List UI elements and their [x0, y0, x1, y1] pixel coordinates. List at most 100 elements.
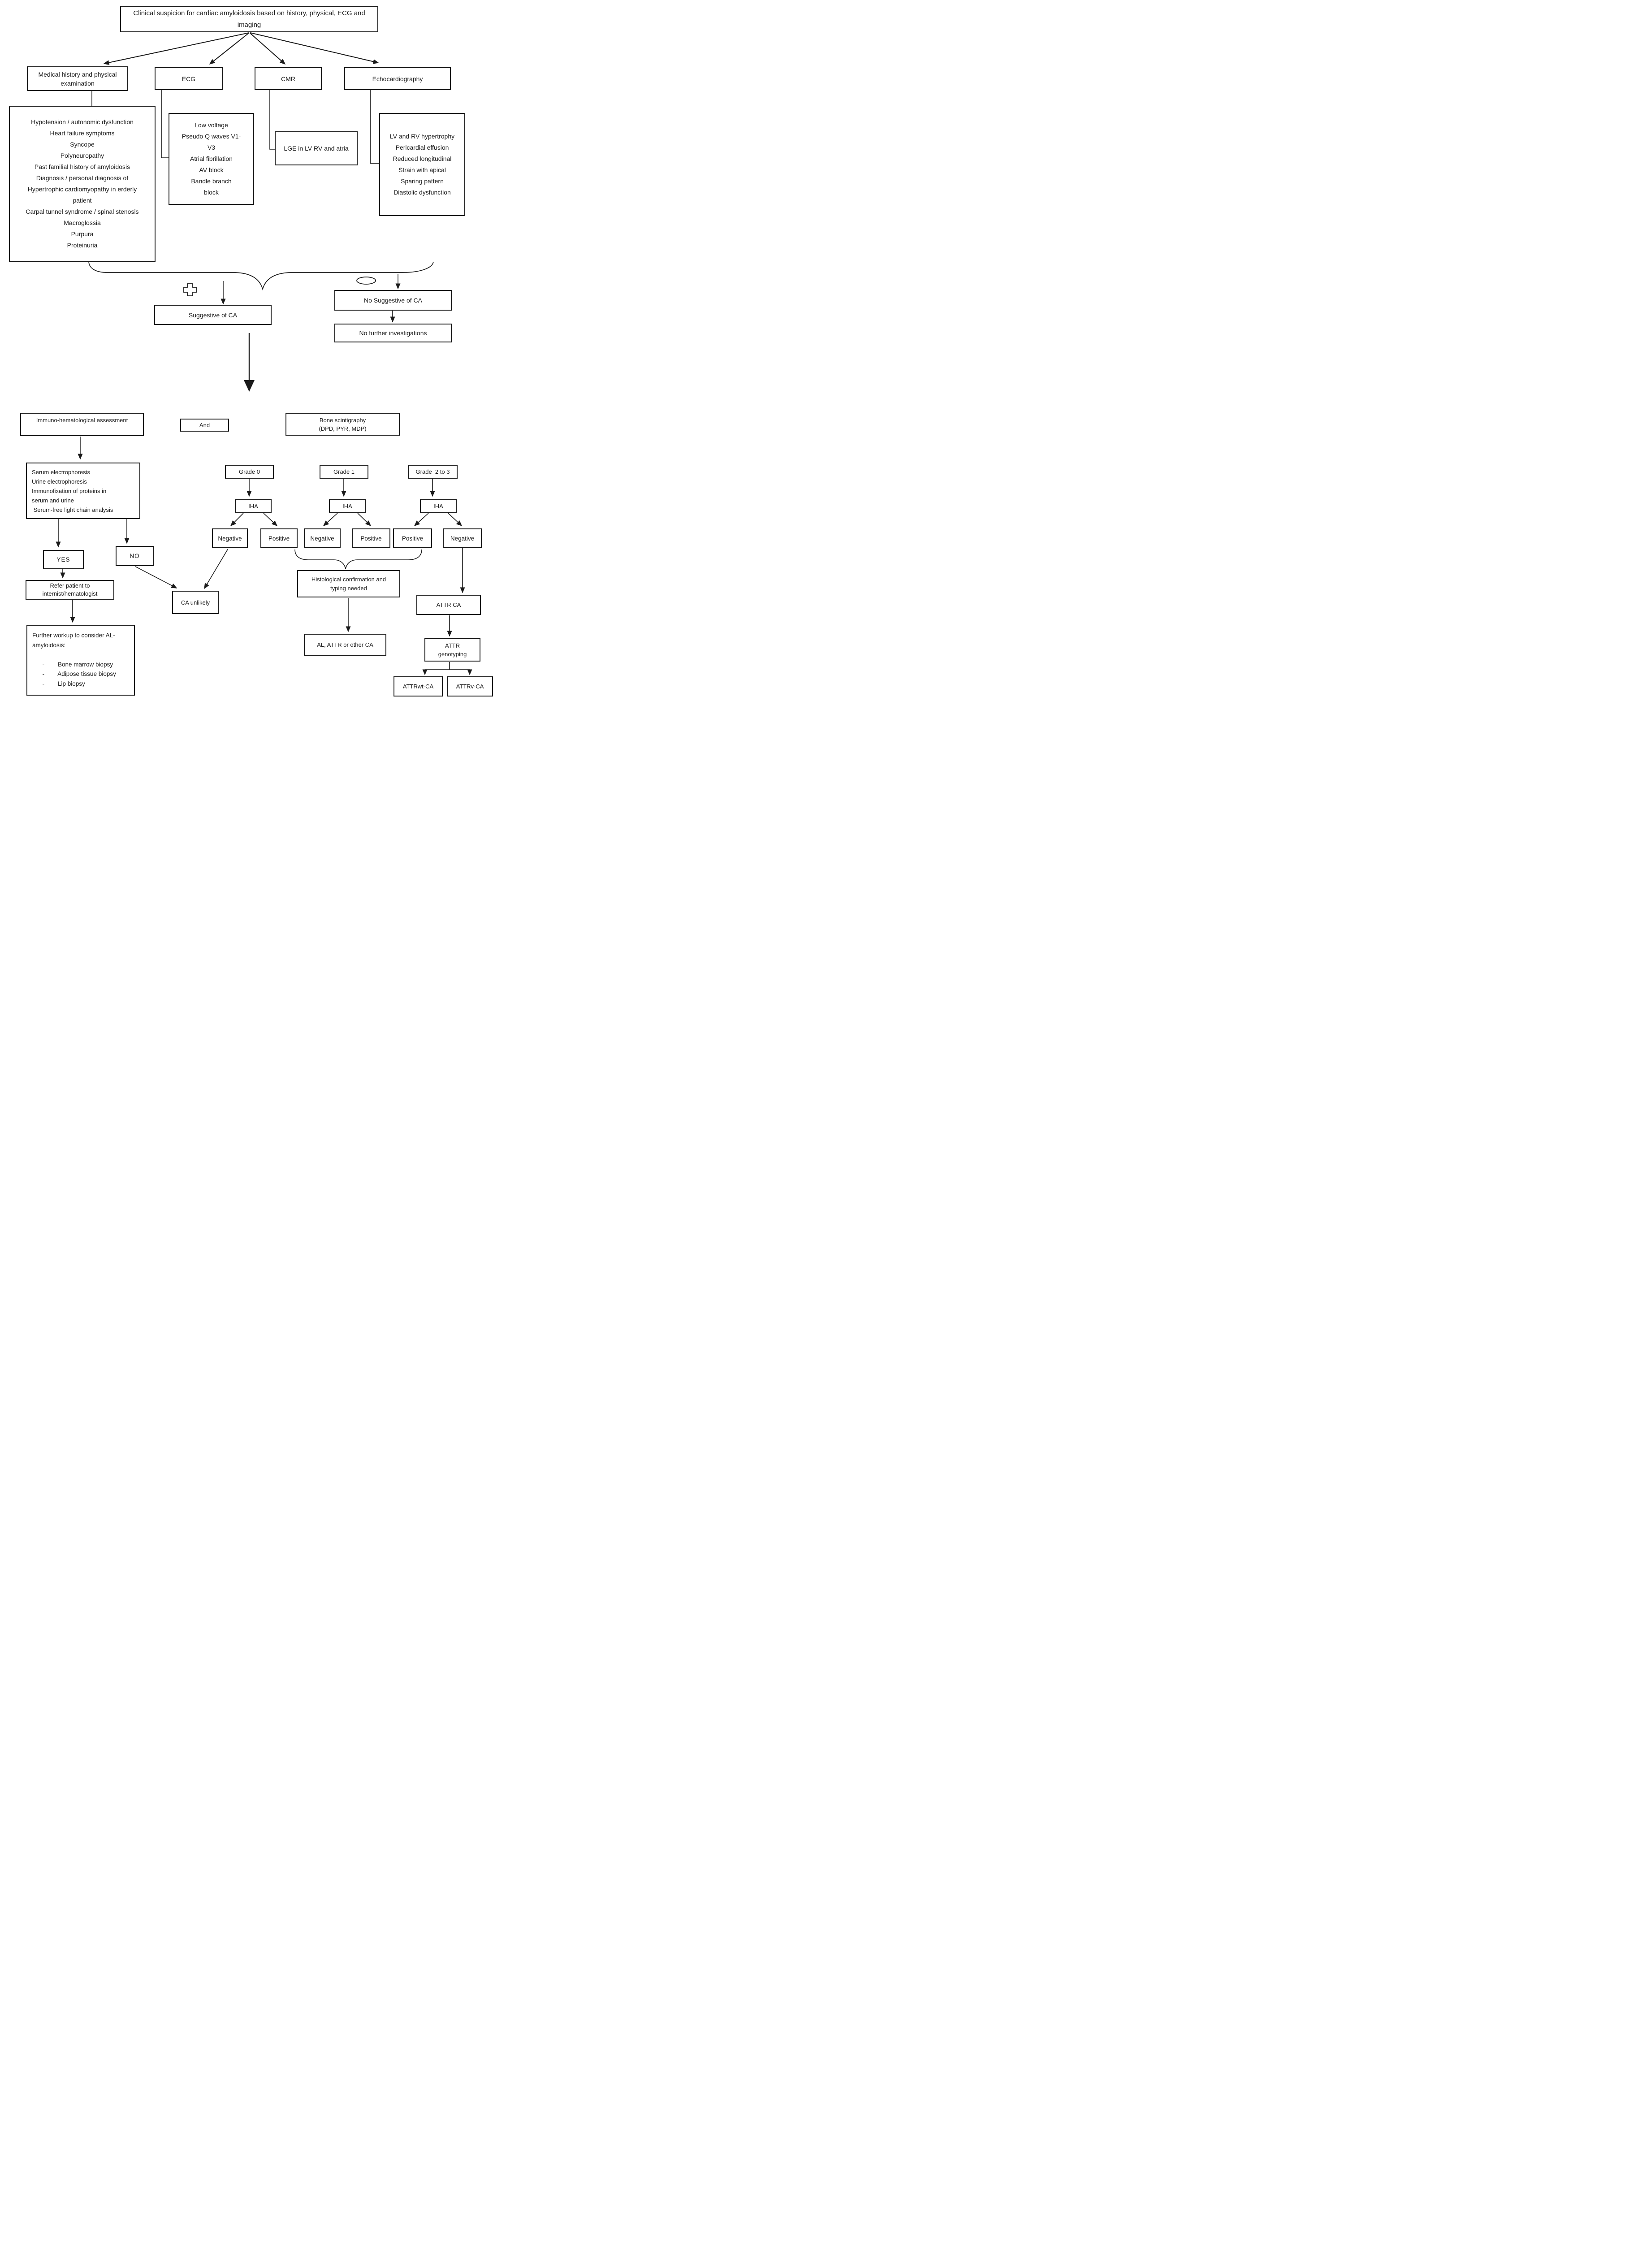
node-no-label: NO: [130, 553, 140, 559]
node-bone: Bone scintigraphy (DPD, PYR, MDP): [285, 413, 400, 436]
node-suggestive: Suggestive of CA: [154, 305, 272, 325]
node-positive-grade23: Positive: [393, 528, 432, 548]
node-serum: Serum electrophoresis Urine electrophore…: [26, 463, 140, 519]
node-al-attr-other: AL, ATTR or other CA: [304, 634, 386, 656]
node-positive-grade1: Positive: [352, 528, 390, 548]
node-ecg-findings: Low voltage Pseudo Q waves V1- V3 Atrial…: [169, 113, 254, 205]
node-negative-grade0: Negative: [212, 528, 248, 548]
node-immuno-label: Immuno-hematological assessment: [36, 417, 128, 424]
node-positive-grade1-label: Positive: [360, 535, 382, 542]
arrow-iha1-to-positive: [357, 513, 372, 527]
node-positive-grade23-label: Positive: [402, 535, 424, 542]
line-cmr-to-findings: [269, 90, 275, 150]
node-echo-findings-label: LV and RV hypertrophy Pericardial effusi…: [389, 133, 455, 196]
node-medical-history: Medical history and physical examination: [27, 66, 128, 91]
arrow-iha0-to-positive: [263, 513, 278, 527]
brace-positives: [294, 549, 422, 569]
node-refer: Refer patient to internist/hematologist: [26, 580, 114, 600]
node-echo: Echocardiography: [344, 67, 451, 90]
node-cmr-findings: LGE in LV RV and atria: [275, 131, 358, 165]
node-title-label: Clinical suspicion for cardiac amyloidos…: [133, 9, 365, 29]
node-iha-grade23-label: IHA: [433, 503, 443, 510]
node-negative-grade23-label: Negative: [450, 535, 475, 542]
node-histological: Histological confirmation and typing nee…: [297, 570, 400, 597]
node-cmr-label: CMR: [281, 75, 295, 82]
node-and-label: And: [199, 422, 210, 428]
node-negative-grade0-label: Negative: [218, 535, 242, 542]
arrow-iha2-to-negative: [448, 513, 463, 527]
node-grade1-label: Grade 1: [333, 468, 355, 475]
arrow-iha1-to-negative: [323, 513, 338, 527]
node-further-workup: Further workup to consider AL- amyloidos…: [26, 625, 135, 696]
node-positive-grade0-label: Positive: [268, 535, 290, 542]
node-positive-grade0: Positive: [260, 528, 298, 548]
node-iha-grade23: IHA: [420, 499, 457, 513]
node-suggestive-label: Suggestive of CA: [188, 311, 238, 319]
node-grade23-label: Grade 2 to 3: [415, 468, 450, 475]
node-negative-grade23: Negative: [443, 528, 482, 548]
arrow-negative0-to-ca-unlikely: [204, 548, 229, 589]
node-attr-ca-label: ATTR CA: [436, 601, 461, 608]
node-refer-label: Refer patient to internist/hematologist: [42, 582, 98, 597]
node-no-further: No further investigations: [334, 324, 452, 342]
arrow-iha0-to-negative: [230, 513, 244, 527]
elbow-genotyping-split: [425, 662, 470, 670]
plus-cross-icon: [183, 283, 197, 296]
node-cmr: CMR: [255, 67, 322, 90]
node-negative-grade1-label: Negative: [310, 535, 334, 542]
node-ca-unlikely: CA unlikely: [172, 591, 219, 614]
node-ecg: ECG: [155, 67, 223, 90]
node-attrv-ca-label: ATTRv-CA: [456, 683, 484, 690]
brace-findings: [88, 261, 434, 291]
node-attr-genotyping: ATTR genotyping: [424, 638, 480, 662]
node-yes-label: YES: [56, 556, 70, 563]
oval-icon: [356, 277, 376, 285]
node-attr-ca: ATTR CA: [416, 595, 481, 615]
arrow-title-to-echo: [250, 32, 379, 64]
node-ecg-label: ECG: [182, 75, 196, 82]
node-ecg-findings-label: Low voltage Pseudo Q waves V1- V3 Atrial…: [182, 121, 241, 196]
node-not-suggestive-label: No Suggestive of CA: [364, 297, 422, 304]
node-bone-label: Bone scintigraphy (DPD, PYR, MDP): [319, 416, 367, 432]
node-echo-label: Echocardiography: [372, 75, 423, 82]
node-grade23: Grade 2 to 3: [408, 465, 458, 479]
node-negative-grade1: Negative: [304, 528, 341, 548]
node-al-attr-other-label: AL, ATTR or other CA: [317, 641, 373, 648]
node-cmr-findings-label: LGE in LV RV and atria: [284, 145, 349, 152]
flowchart-canvas: Clinical suspicion for cardiac amyloidos…: [0, 0, 495, 702]
arrow-title-to-cmr: [249, 32, 286, 65]
node-serum-label: Serum electrophoresis Urine electrophore…: [32, 469, 113, 513]
node-not-suggestive: No Suggestive of CA: [334, 290, 452, 311]
node-medical-history-label: Medical history and physical examination: [38, 70, 117, 87]
node-attrwt-ca: ATTRwt-CA: [394, 676, 443, 697]
node-iha-grade0: IHA: [235, 499, 272, 513]
node-grade0: Grade 0: [225, 465, 274, 479]
node-medical-history-findings-label: Hypotension / autonomic dysfunction Hear…: [26, 118, 139, 249]
node-histological-label: Histological confirmation and typing nee…: [311, 575, 386, 592]
node-and: And: [180, 419, 229, 432]
node-medical-history-findings: Hypotension / autonomic dysfunction Hear…: [9, 106, 156, 262]
arrow-iha2-to-positive: [414, 513, 429, 527]
node-immuno: Immuno-hematological assessment: [20, 413, 144, 436]
node-attr-genotyping-label: ATTR genotyping: [438, 642, 467, 658]
node-attrv-ca: ATTRv-CA: [447, 676, 493, 697]
node-yes: YES: [43, 550, 84, 569]
node-ca-unlikely-label: CA unlikely: [181, 599, 210, 606]
arrow-title-to-medical-history: [103, 32, 250, 65]
node-grade0-label: Grade 0: [239, 468, 260, 475]
line-ecg-to-findings: [161, 90, 169, 158]
node-iha-grade1-label: IHA: [342, 503, 352, 510]
arrow-no-to-ca-unlikely: [135, 566, 177, 588]
line-echo-to-findings: [370, 90, 379, 164]
arrow-title-to-ecg: [209, 32, 250, 65]
node-no: NO: [116, 546, 154, 566]
node-echo-findings: LV and RV hypertrophy Pericardial effusi…: [379, 113, 465, 216]
node-title: Clinical suspicion for cardiac amyloidos…: [120, 6, 378, 32]
arrowhead-suggestive-to-workup: [244, 380, 255, 392]
node-no-further-label: No further investigations: [359, 329, 427, 337]
node-grade1: Grade 1: [320, 465, 368, 479]
node-attrwt-ca-label: ATTRwt-CA: [402, 683, 434, 690]
node-further-workup-label: Further workup to consider AL- amyloidos…: [32, 632, 116, 687]
node-iha-grade1: IHA: [329, 499, 366, 513]
node-iha-grade0-label: IHA: [248, 503, 258, 510]
